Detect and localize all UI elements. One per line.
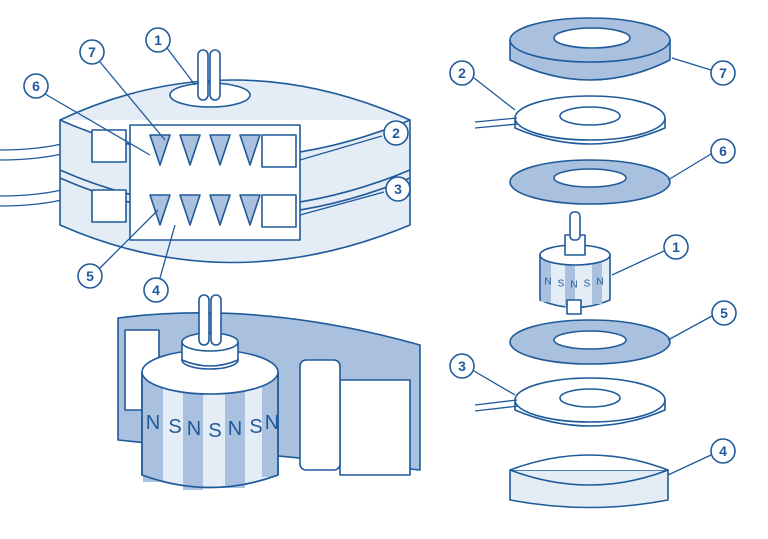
assembled-motor <box>0 49 411 264</box>
rotor: N S N S N <box>539 211 611 315</box>
svg-text:6: 6 <box>719 143 727 159</box>
pole-label: S <box>208 420 221 442</box>
bottom-housing <box>509 454 669 509</box>
callout-5: 5 <box>77 263 103 289</box>
svg-text:2: 2 <box>458 65 466 81</box>
svg-text:3: 3 <box>394 181 402 197</box>
coil-ring-upper <box>474 95 666 145</box>
callout-7: 7 <box>79 39 105 65</box>
callout-1: 1 <box>145 27 171 53</box>
stator-plate-upper <box>509 159 671 205</box>
svg-text:2: 2 <box>392 125 400 141</box>
svg-text:6: 6 <box>32 78 40 94</box>
rotor-stripes <box>143 372 277 490</box>
svg-text:4: 4 <box>719 443 727 459</box>
svg-text:7: 7 <box>719 65 727 81</box>
exploded-view: N S N S N <box>474 17 671 509</box>
pole-label: S <box>584 279 591 290</box>
pole-label: N <box>228 418 242 440</box>
svg-text:5: 5 <box>86 268 94 284</box>
callout-5-exploded: 5 <box>711 300 737 326</box>
pole-label: N <box>187 418 201 440</box>
top-cover <box>509 17 671 81</box>
pole-label: N <box>596 277 603 288</box>
callout-3-exploded: 3 <box>449 353 475 379</box>
rotor-closeup: N S N S N S N <box>117 294 421 490</box>
pole-label: N <box>146 412 160 434</box>
pole-label: N <box>570 280 577 291</box>
pole-label: N <box>544 277 551 288</box>
callout-4: 4 <box>143 277 169 303</box>
pole-label: S <box>558 279 565 290</box>
svg-text:5: 5 <box>720 305 728 321</box>
cutaway <box>129 124 301 241</box>
callout-3: 3 <box>385 176 411 202</box>
callout-6: 6 <box>23 73 49 99</box>
callout-1-exploded: 1 <box>663 234 689 260</box>
svg-text:7: 7 <box>88 44 96 60</box>
svg-text:1: 1 <box>672 239 680 255</box>
callout-2: 2 <box>383 120 409 146</box>
stator-plate-lower <box>509 319 671 365</box>
svg-text:4: 4 <box>152 282 160 298</box>
svg-text:1: 1 <box>154 32 162 48</box>
pole-label: S <box>168 416 181 438</box>
coil-windings <box>91 129 297 228</box>
pole-label: N <box>265 412 279 434</box>
callout-4-exploded: 4 <box>710 438 736 464</box>
callout-2-exploded: 2 <box>449 60 475 86</box>
shaft <box>197 49 209 101</box>
svg-text:3: 3 <box>458 358 466 374</box>
coil-ring-lower <box>474 377 666 427</box>
callout-6-exploded: 6 <box>710 138 736 164</box>
callout-7-exploded: 7 <box>710 60 736 86</box>
pole-label: S <box>249 416 262 438</box>
